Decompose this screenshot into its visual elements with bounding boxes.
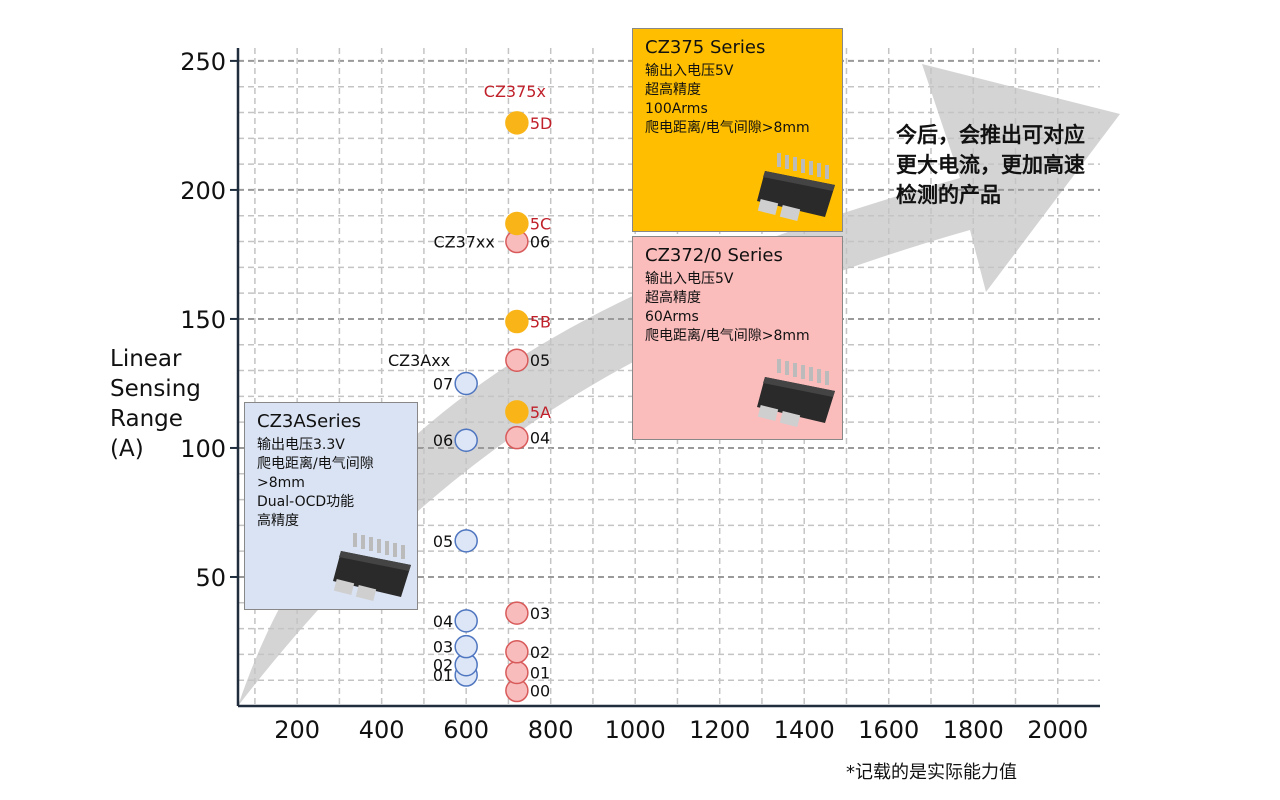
footnote: *记载的是实际能力值 [846, 762, 1017, 783]
data-point-label: 5B [530, 313, 551, 332]
data-point-label: 03 [530, 604, 550, 623]
data-point-label: 06 [433, 431, 453, 450]
data-point-label: 06 [530, 233, 550, 252]
trend-annotation-line: 更大电流，更加高速 [896, 153, 1085, 177]
y-tick-labels: 50 100 150 200 250 [180, 48, 226, 592]
data-point [505, 425, 529, 450]
x-tick-label: 1600 [858, 716, 919, 744]
data-point-label: 01 [530, 663, 550, 682]
data-point-label: 05 [530, 351, 550, 370]
box-title: CZ375 Series [645, 37, 766, 58]
box-line: 输出电压3.3V [257, 437, 345, 453]
y-tick-label: 250 [180, 48, 226, 76]
y-axis-label-line: (A) [110, 436, 144, 462]
y-axis-label: Linear Sensing Range (A) [110, 344, 201, 464]
x-tick-labels: 200 400 600 800 1000 1200 1400 1600 1800 2000 [274, 716, 1088, 744]
x-tick-label: 1400 [774, 716, 835, 744]
data-point [505, 660, 529, 685]
y-axis-label-line: Sensing [110, 376, 201, 402]
box-line: 爬电距离/电气间隙>8mm [645, 120, 810, 136]
box-line: Dual-OCD功能 [257, 494, 355, 510]
series-name-label: CZ3Axx [388, 351, 450, 370]
data-point [505, 211, 529, 236]
data-point [505, 348, 529, 372]
data-point [454, 428, 478, 452]
trend-annotation: 今后，会推出可对应 更大电流，更加高速 检测的产品 [896, 120, 1085, 210]
data-point-label: 02 [433, 656, 453, 675]
x-tick-label: 1000 [605, 716, 666, 744]
y-axis-label-line: Range [110, 406, 183, 432]
ic-chip-icon [333, 533, 411, 601]
data-point-label: 04 [433, 612, 453, 631]
x-tick-label: 1200 [689, 716, 750, 744]
x-tick-label: 600 [443, 716, 489, 744]
box-line: 输出入电压5V [645, 271, 734, 287]
x-tick-label: 400 [359, 716, 405, 744]
box-line: 爬电距离/电气间隙>8mm [645, 328, 810, 344]
data-points: 01020304050607000102030405065A5B5C5DCZ3A… [388, 82, 553, 703]
data-point-label: 02 [530, 643, 550, 662]
data-point [454, 634, 478, 659]
cz375-series-box: CZ375 Series 输出入电压5V 超高精度 100Arms 爬电距离/电… [632, 28, 843, 232]
series-name-label: CZ37xx [433, 233, 494, 252]
data-point [505, 400, 529, 424]
data-point-label: 07 [433, 374, 453, 393]
data-point [454, 609, 478, 633]
data-point-label: 00 [530, 682, 550, 701]
y-axis-label-line: Linear [110, 346, 182, 372]
data-point [505, 640, 529, 664]
box-line: 100Arms [645, 101, 708, 117]
box-line: 60Arms [645, 309, 699, 325]
axes [230, 48, 1100, 708]
y-tick-label: 50 [195, 564, 226, 592]
series-name-label: CZ375x [484, 82, 546, 101]
y-tick-label: 200 [180, 177, 226, 205]
box-line: 高精度 [257, 513, 299, 529]
data-point-label: 04 [530, 429, 550, 448]
y-tick-label: 100 [180, 435, 226, 463]
x-tick-label: 1800 [943, 716, 1004, 744]
box-line: 输出入电压5V [645, 63, 734, 79]
box-title: CZ3ASeries [257, 411, 362, 432]
data-point [505, 111, 529, 135]
data-point-label: 01 [433, 666, 453, 685]
x-tick-label: 200 [274, 716, 320, 744]
data-point [454, 371, 478, 396]
data-point-label: 5A [530, 403, 551, 422]
trend-arrow [238, 64, 1120, 706]
data-point-label: 5C [530, 214, 551, 233]
data-point [454, 529, 478, 553]
box-line: 超高精度 [645, 82, 701, 98]
cz372-series-box: CZ372/0 Series 输出入电压5V 超高精度 60Arms 爬电距离/… [632, 236, 843, 440]
data-point [505, 601, 529, 625]
ic-chip-icon [757, 153, 835, 221]
box-line: 爬电距离/电气间隙 [257, 456, 374, 472]
trend-annotation-line: 今后，会推出可对应 [896, 123, 1085, 147]
x-tick-label: 800 [528, 716, 574, 744]
ic-chip-icon [757, 359, 835, 427]
box-line: 超高精度 [645, 290, 701, 306]
data-point-label: 03 [433, 638, 453, 657]
box-title: CZ372/0 Series [645, 245, 783, 266]
data-point [505, 309, 529, 334]
y-tick-label: 150 [180, 306, 226, 334]
data-point-label: 05 [433, 532, 453, 551]
trend-annotation-line: 检测的产品 [896, 183, 1001, 207]
cz3a-series-box: CZ3ASeries 输出电压3.3V 爬电距离/电气间隙 >8mm Dual-… [244, 402, 418, 610]
data-point-label: 5D [530, 114, 553, 133]
x-tick-label: 2000 [1027, 716, 1088, 744]
box-line: >8mm [257, 475, 305, 491]
